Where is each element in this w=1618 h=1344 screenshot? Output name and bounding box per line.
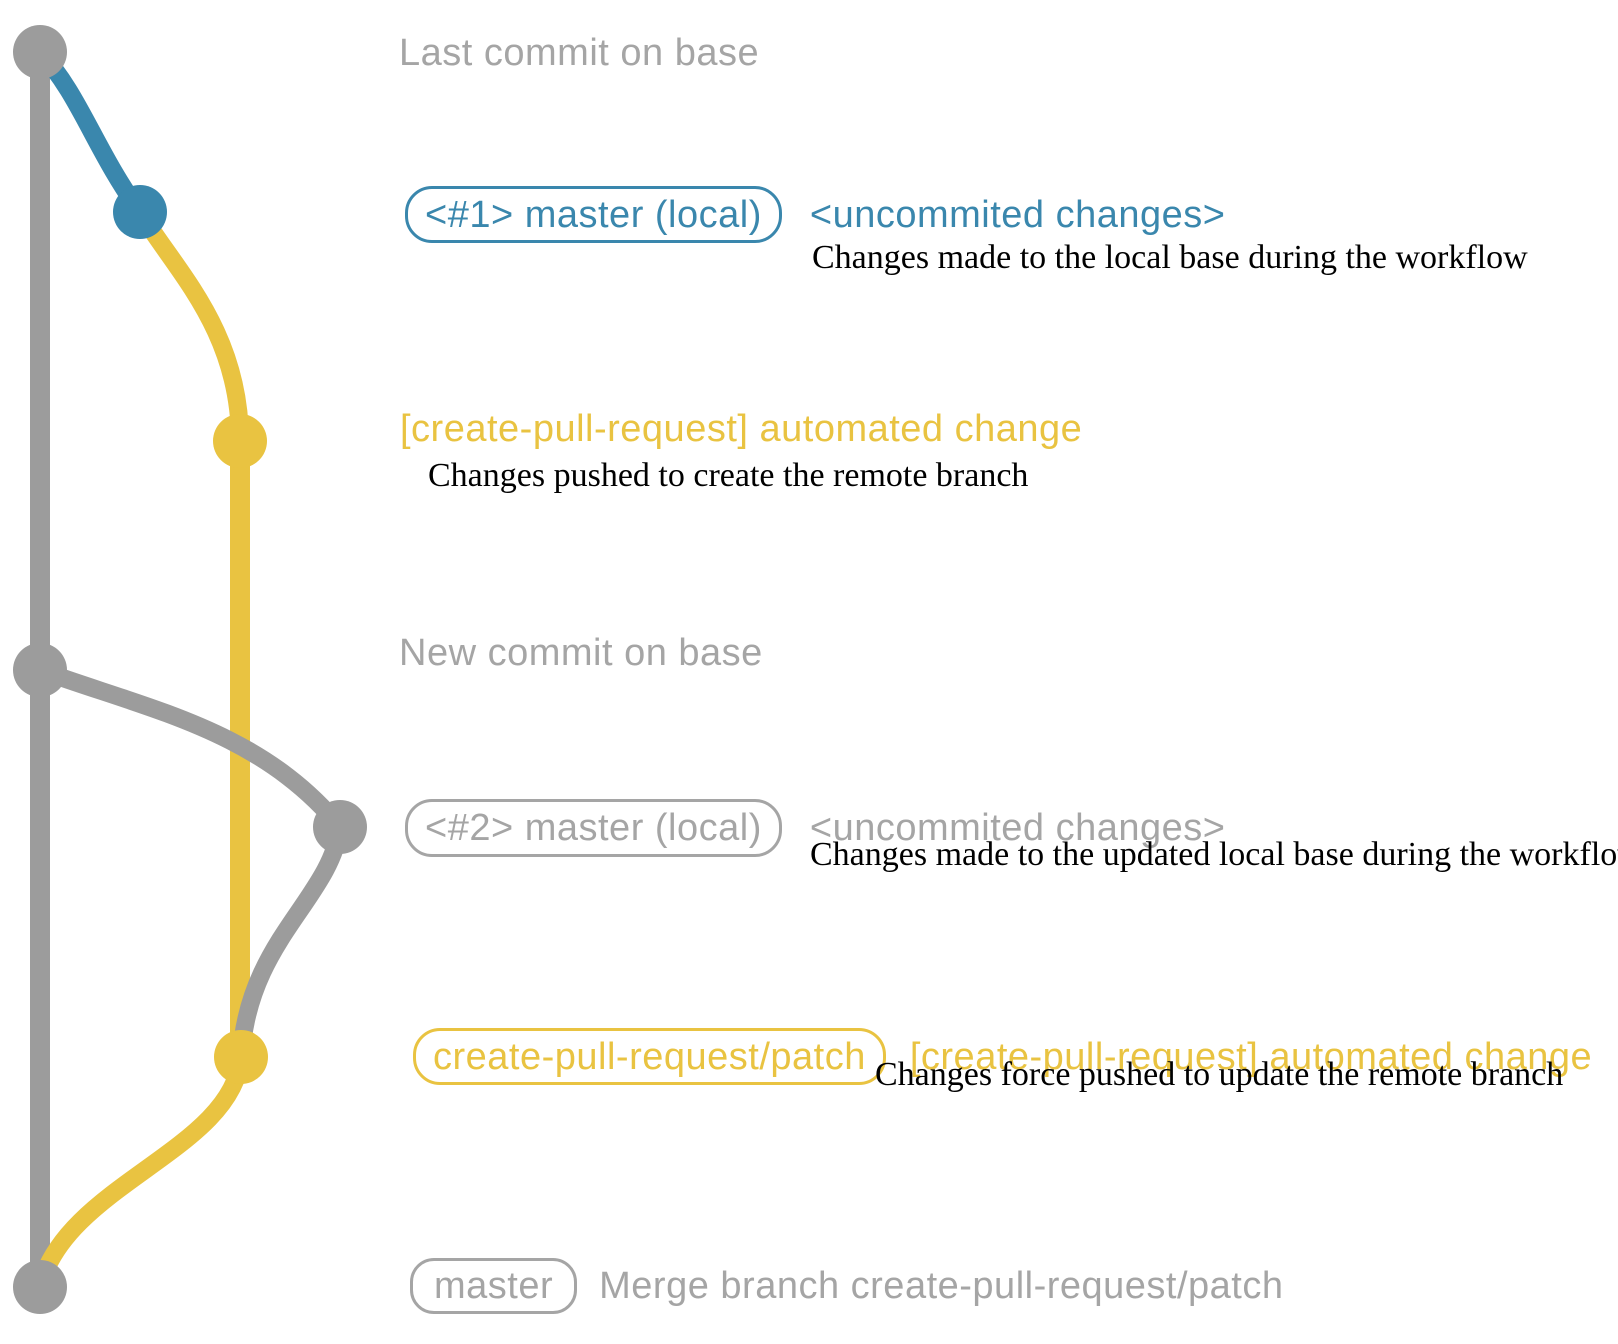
row-local-commit-1: <#1> master (local) <uncommited changes> [405,186,1225,243]
row-patch-commit-2: create-pull-request/patch [create-pull-r… [413,1028,1592,1085]
branch-label-patch: create-pull-request/patch [413,1028,886,1085]
commit-message-patch-1: [create-pull-request] automated change [400,408,1083,450]
commit-dot-local-2 [313,800,367,854]
row-merge-commit: master Merge branch create-pull-request/… [410,1258,1284,1314]
caption-new-commit-on-base: New commit on base [399,632,763,674]
commit-graph [13,25,367,1314]
commit-dot-patch-1 [213,414,267,468]
edge-base-to-local1 [31,43,149,221]
edge-local2-to-patch2 [232,818,349,1066]
branch-label-master: master [410,1258,578,1314]
status-uncommited-1: <uncommited changes> [809,193,1226,236]
row-local-commit-2: <#2> master (local) <uncommited changes> [405,799,1225,857]
branch-label-local-2: <#2> master (local) [405,799,782,857]
commit-dot-base-tip [13,25,67,79]
commit-message-merge: Merge branch create-pull-request/patch [599,1265,1284,1307]
edge-patch2-to-merge [31,1048,250,1296]
commit-message-patch-2: [create-pull-request] automated change [909,1035,1593,1078]
commit-dot-patch-2 [214,1030,268,1084]
description-patch-1: Changes pushed to create the remote bran… [428,457,1029,494]
status-uncommited-2: <uncommited changes> [809,807,1226,849]
description-local-2: Changes made to the updated local base d… [810,836,1618,873]
edge-local1-to-patch1 [131,203,249,450]
caption-last-commit-on-base: Last commit on base [399,32,760,74]
description-local-1: Changes made to the local base during th… [812,239,1528,276]
edge-base-to-local2 [31,661,349,836]
description-patch-2: Changes force pushed to update the remot… [875,1056,1564,1093]
commit-dot-base-new [13,643,67,697]
commit-dot-merge [13,1260,67,1314]
commit-dot-local-1 [113,185,167,239]
branch-label-local-1: <#1> master (local) [405,186,782,243]
